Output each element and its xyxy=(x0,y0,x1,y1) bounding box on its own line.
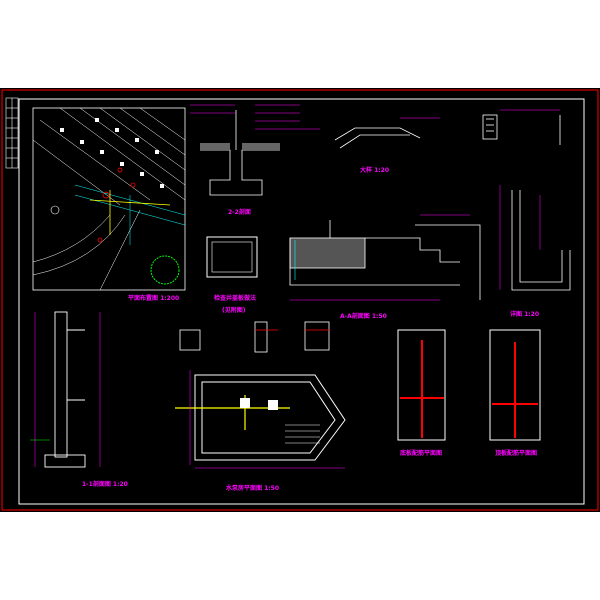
tree-symbol xyxy=(150,255,180,285)
title-strip xyxy=(5,97,19,169)
site-plan: 平面布置图 1:200 xyxy=(32,107,186,302)
caption-site-plan: 平面布置图 1:200 xyxy=(128,294,179,302)
small-details xyxy=(179,321,330,353)
inner-frame xyxy=(18,98,585,505)
caption-detail-right: 详图 1:20 xyxy=(510,310,539,318)
section-1-1: 1-1剖面图 1:20 xyxy=(30,311,128,488)
section-2-2: 2-2剖面 xyxy=(190,104,320,216)
top-right-details: 大样 1:20 xyxy=(334,109,561,174)
outer-frame xyxy=(1,89,599,511)
caption-cover-note: (见附图) xyxy=(222,306,246,314)
caption-detail-small: 大样 1:20 xyxy=(360,166,389,174)
pump-house-plan: 水泵房平面图 1:50 xyxy=(175,370,346,492)
caption-1-1: 1-1剖面图 1:20 xyxy=(82,480,128,488)
rebar-plans: 底板配筋平面图 顶板配筋平面图 xyxy=(397,329,541,457)
cover-detail: 检查井盖板做法 (见附图) xyxy=(206,236,258,314)
caption-bot-rebar: 底板配筋平面图 xyxy=(400,449,442,457)
right-detail: 详图 1:20 xyxy=(499,185,571,318)
caption-top-rebar: 顶板配筋平面图 xyxy=(495,449,537,457)
caption-pool-plan: 水泵房平面图 1:50 xyxy=(226,484,279,492)
elevation-a-a: A-A剖面图 1:50 xyxy=(289,214,481,320)
caption-elevation-a: A-A剖面图 1:50 xyxy=(340,312,387,320)
caption-cover: 检查井盖板做法 xyxy=(214,294,256,302)
caption-2-2: 2-2剖面 xyxy=(228,208,251,216)
